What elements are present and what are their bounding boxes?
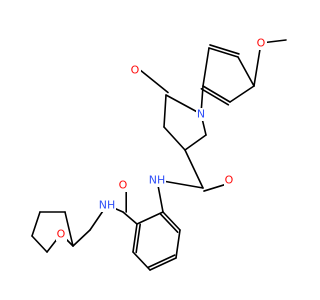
bond-double (147, 254, 176, 268)
atom-label: O (225, 174, 234, 187)
bond-single (165, 94, 202, 115)
bond-double (200, 87, 230, 106)
atom-nh-benzamide: NH (98, 199, 116, 212)
bond-single (162, 211, 181, 231)
bond-double (209, 44, 240, 55)
bond-single (163, 126, 186, 151)
bond-single (64, 211, 74, 247)
bond-single (229, 85, 255, 103)
bond-single (31, 235, 48, 253)
bond-single (202, 85, 231, 103)
atom-label: O (131, 64, 140, 77)
chemical-structure: O O N NH O O NH O (31, 37, 287, 271)
bond-double (159, 213, 179, 233)
bond-single (72, 229, 91, 247)
atom-o-ketone: O (130, 64, 141, 77)
bond-layer (31, 39, 287, 271)
bond-single (184, 134, 207, 151)
atom-o-oxolane: O (56, 228, 67, 241)
bond-single (136, 211, 164, 225)
atom-label: O (257, 37, 266, 50)
bond-single (175, 229, 181, 259)
atom-label: O (119, 179, 128, 192)
atom-label: N (197, 108, 205, 121)
bond-single (31, 211, 41, 237)
bond-single (184, 149, 204, 189)
bond-single (208, 47, 239, 58)
bond-single (237, 56, 255, 87)
atom-o-benzamide: O (118, 179, 129, 192)
bond-double (135, 223, 141, 254)
atom-o-methoxy: O (256, 37, 267, 50)
atom-label: NH (149, 174, 166, 187)
atom-o-carboxamide: O (224, 174, 235, 187)
bond-single (132, 251, 151, 271)
bond-single (122, 211, 138, 225)
bond-single (132, 223, 138, 253)
atom-label: NH (99, 199, 116, 212)
atom-n-pyrrolidinone: N (196, 108, 207, 121)
bond-single (202, 47, 210, 87)
bond-single (163, 94, 167, 128)
atom-nh-anilide: NH (148, 174, 166, 187)
atom-label: O (57, 228, 66, 241)
bond-double (136, 66, 169, 94)
bond-single (149, 257, 177, 271)
bond-single (253, 42, 262, 87)
